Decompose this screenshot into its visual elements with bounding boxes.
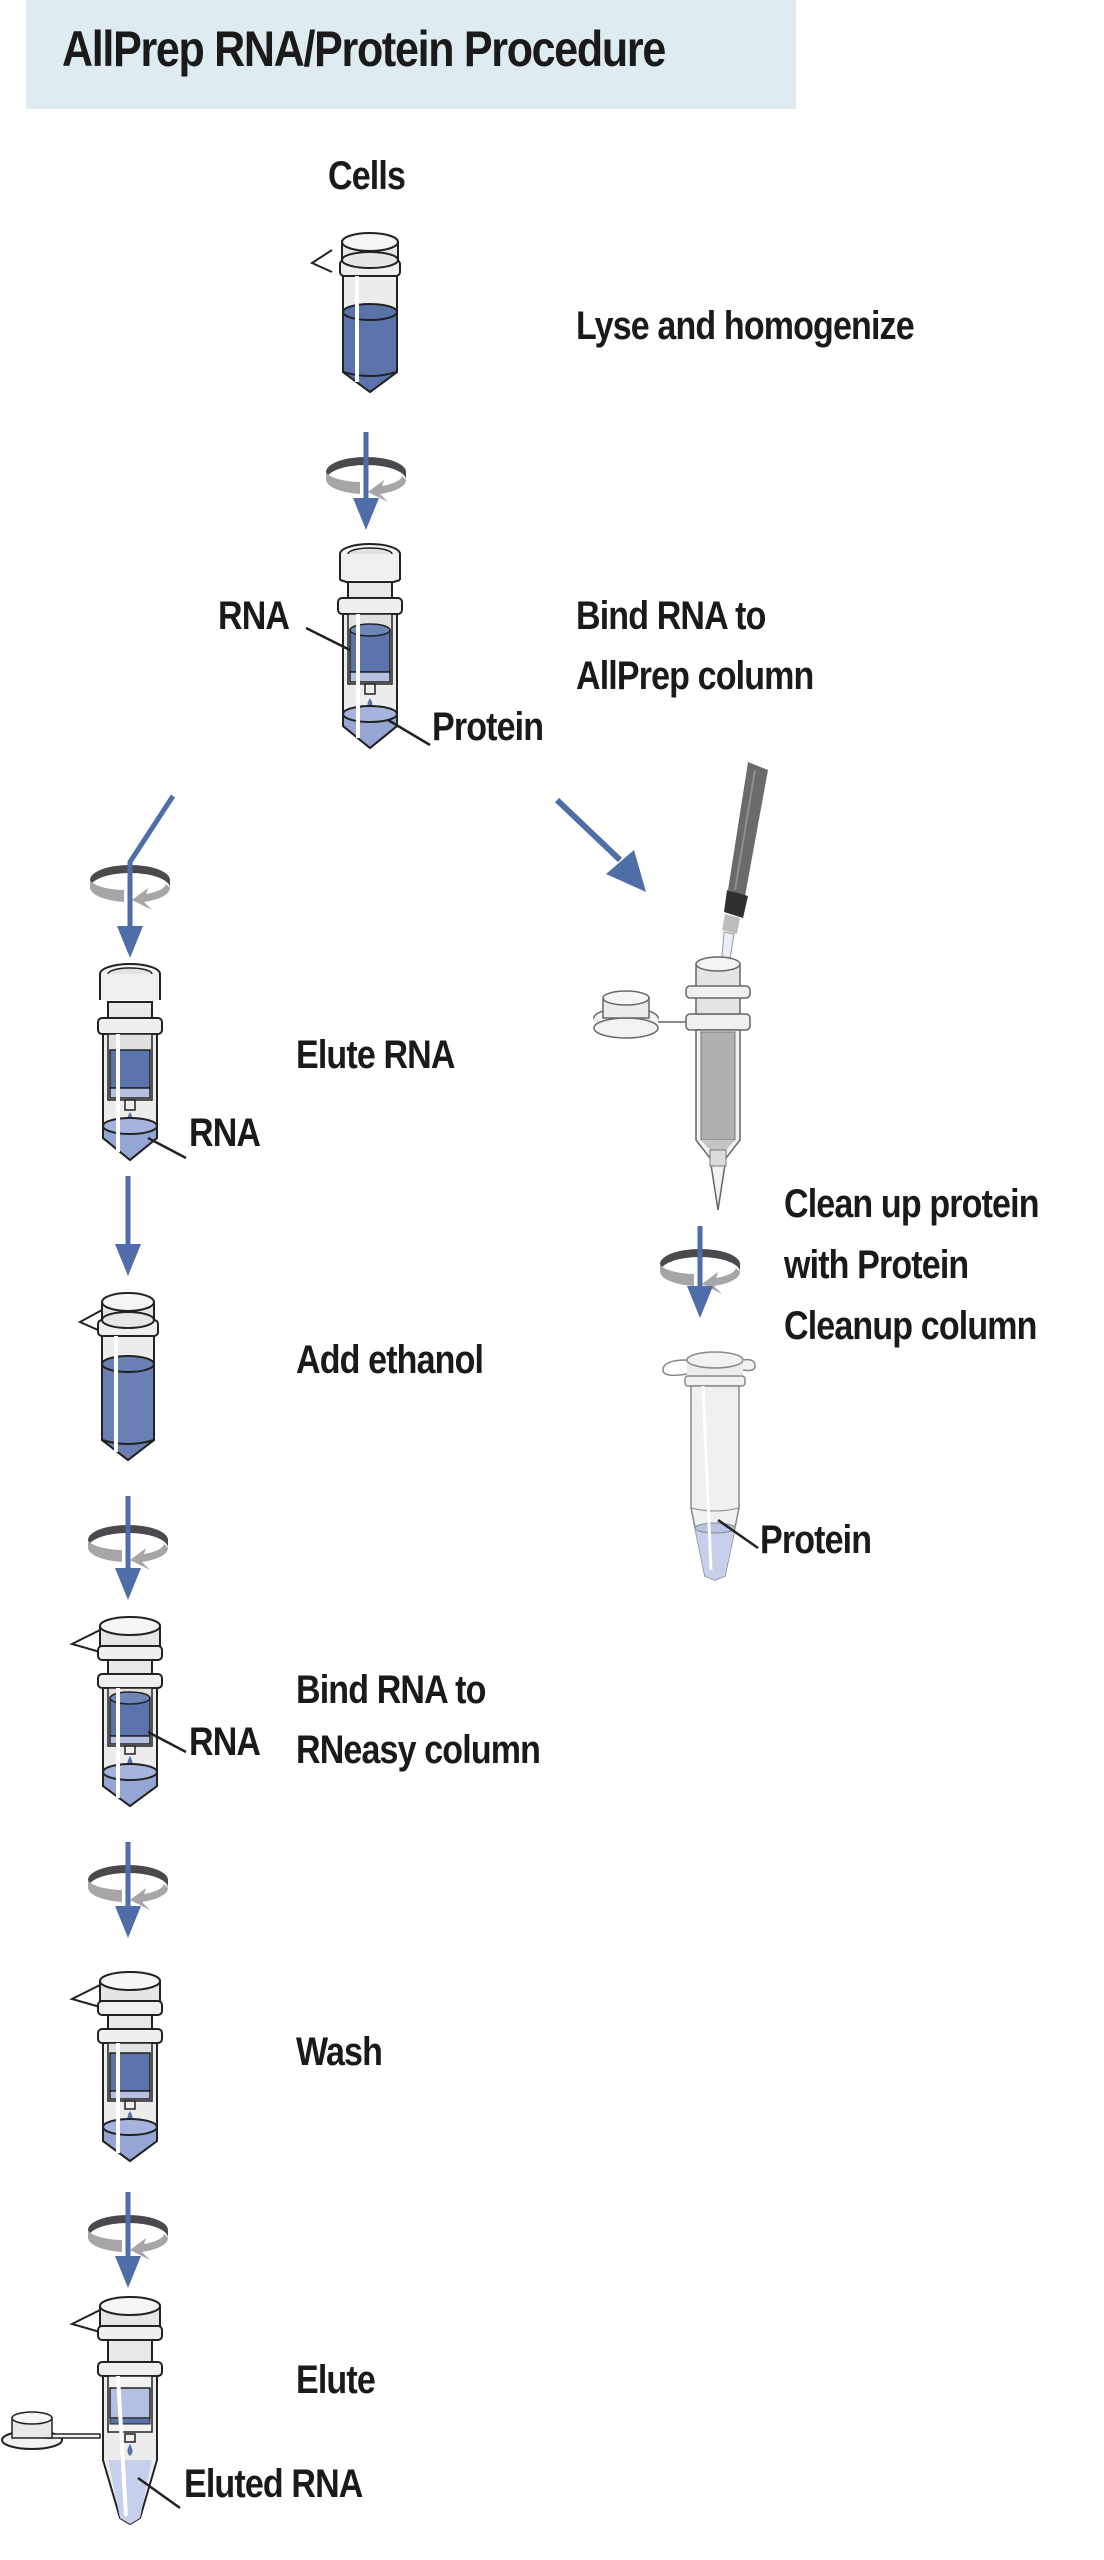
down-arrow-icon [115, 1176, 141, 1276]
step-label-bind-allprep-line1: Bind RNA to [576, 594, 766, 638]
step-label-elute: Elute [296, 2358, 376, 2402]
callout-rna: RNA [189, 1720, 261, 1764]
down-arrow-icon [115, 1496, 141, 1600]
spin-column-icon [97, 963, 163, 1162]
protein-step-label-line3: Cleanup column [784, 1304, 1037, 1348]
branch-arrow-icon [554, 797, 646, 892]
protein-step-label-line2: with Protein [784, 1243, 969, 1287]
step-label-lyse: Lyse and homogenize [576, 304, 915, 348]
step-label-bind-allprep-line2: AllPrep column [576, 654, 814, 698]
down-arrow-icon [115, 1842, 141, 1938]
centrifuge-spin-icon [88, 1525, 168, 1570]
spin-column-icon [69, 1616, 163, 1808]
callout-eluted-rna: Eluted RNA [184, 2462, 363, 2506]
centrifuge-spin-icon [326, 457, 406, 502]
page-title: AllPrep RNA/Protein Procedure [62, 21, 666, 77]
step-label-bind-rneasy-line2: RNeasy column [296, 1728, 541, 1772]
step-label-wash: Wash [296, 2030, 383, 2074]
protein-step-label-line1: Clean up protein [784, 1182, 1039, 1226]
callout-rna: RNA [218, 594, 290, 638]
down-arrow-icon [687, 1226, 713, 1318]
spin-column-icon [1, 2296, 163, 2526]
tube-icon [662, 1351, 756, 1581]
centrifuge-spin-icon [90, 865, 170, 910]
centrifuge-spin-icon [88, 1865, 168, 1910]
step-label-bind-rneasy-line1: Bind RNA to [296, 1668, 486, 1712]
centrifuge-spin-icon [88, 2215, 168, 2260]
callout-line [137, 2476, 181, 2510]
step-label-add-ethanol: Add ethanol [296, 1338, 484, 1382]
spin-column-icon [593, 956, 751, 1211]
tube-icon [309, 232, 401, 394]
callout-line [147, 1730, 187, 1754]
tube-icon [77, 1292, 159, 1462]
spin-column-icon [337, 543, 403, 750]
down-arrow-icon [115, 2192, 141, 2288]
callout-protein: Protein [432, 705, 544, 749]
down-arrow-icon [353, 432, 379, 530]
callout-line [387, 718, 431, 747]
callout-rna: RNA [189, 1111, 261, 1155]
callout-protein-final: Protein [760, 1518, 872, 1562]
callout-line [717, 1518, 759, 1550]
callout-line [305, 626, 351, 652]
title-banner: AllPrep RNA/Protein Procedure [26, 0, 796, 109]
step-label-elute-rna: Elute RNA [296, 1033, 455, 1077]
start-label: Cells [328, 154, 406, 198]
callout-line [147, 1136, 187, 1160]
spin-column-icon [69, 1971, 163, 2163]
